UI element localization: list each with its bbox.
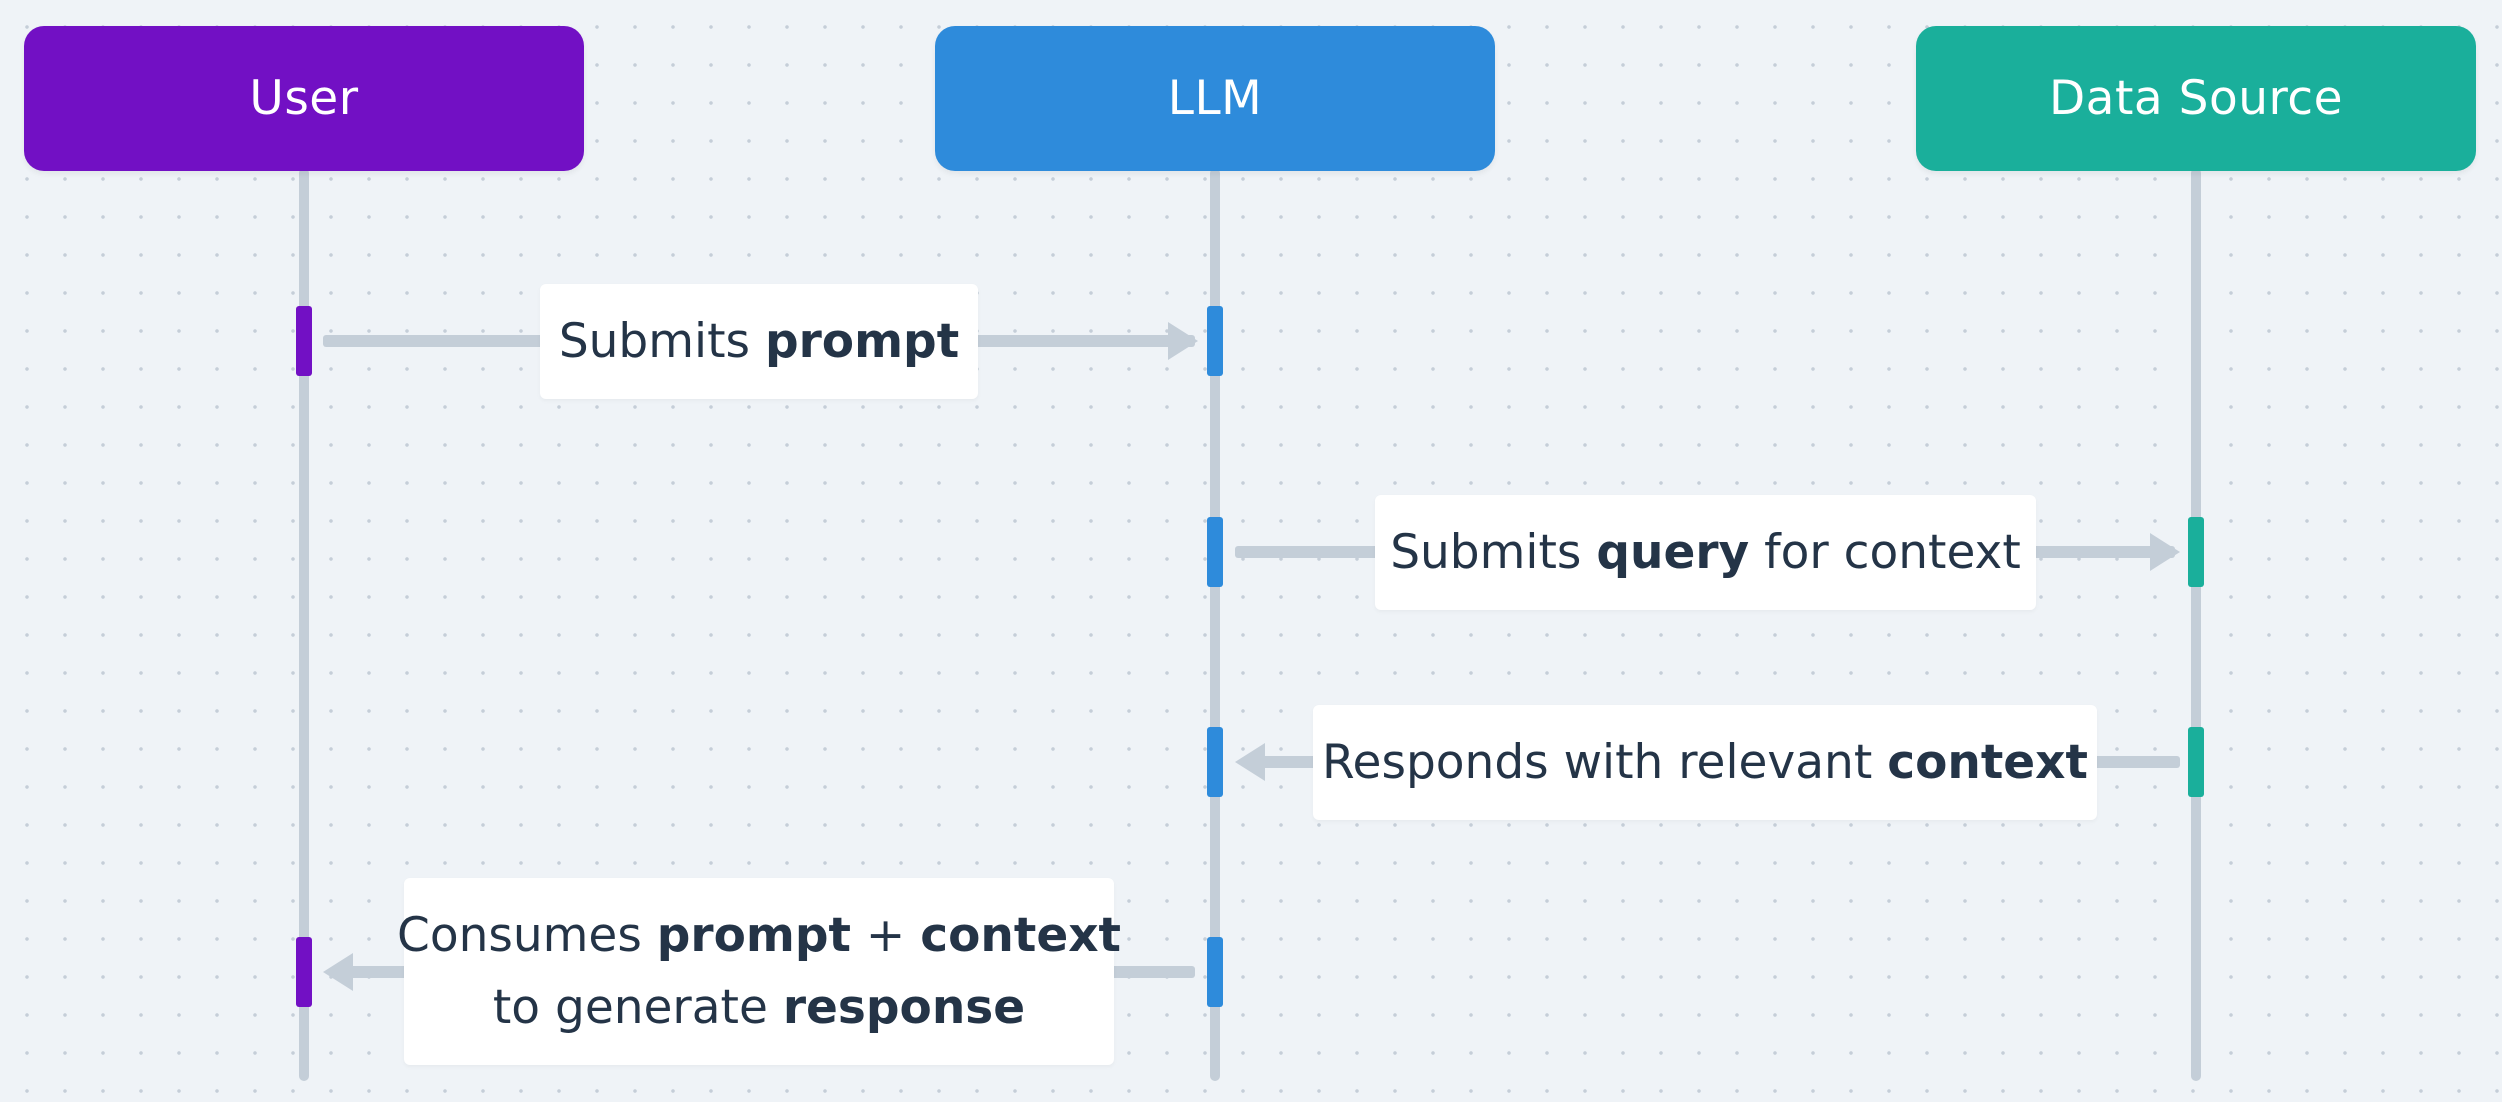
user-lifeline [299,168,309,1081]
data-source-activation-3 [2188,727,2204,797]
data-source-lifeline [2191,168,2201,1081]
llm-lifeline [1210,168,1220,1081]
llm-activation-1 [1207,306,1223,376]
arrow-4-head [323,953,353,991]
message-submits-prompt: Submits prompt [540,284,978,399]
arrow-1-head [1168,322,1198,360]
llm-activation-2 [1207,517,1223,587]
arrow-3-head [1235,743,1265,781]
actor-data-source: Data Source [1916,26,2476,171]
data-source-activation-2 [2188,517,2204,587]
actor-llm: LLM [935,26,1495,171]
message-consumes-prompt-context: Consumes prompt + context to generate re… [397,878,1121,1065]
llm-activation-4 [1207,937,1223,1007]
user-activation-1 [296,306,312,376]
actor-user: User [24,26,584,171]
arrow-2-head [2150,533,2180,571]
user-activation-4 [296,937,312,1007]
message-submits-query: Submits query for context [1375,495,2036,610]
llm-activation-3 [1207,727,1223,797]
message-responds-context: Responds with relevant context [1313,705,2097,820]
